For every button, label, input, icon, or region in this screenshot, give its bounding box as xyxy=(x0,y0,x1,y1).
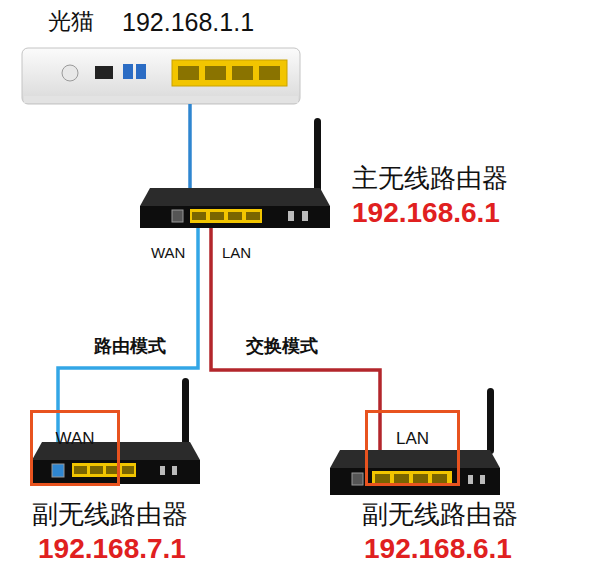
port-label: LAN xyxy=(368,429,457,449)
modem-illustration xyxy=(22,48,300,104)
device-name: 副无线路由器 xyxy=(362,500,518,530)
cable-connector xyxy=(188,104,192,188)
ip-address: 192.168.6.1 xyxy=(352,197,500,229)
mode-label: 交换模式 xyxy=(243,336,321,357)
device-name: 光猫 xyxy=(48,8,94,34)
device-name: 主无线路由器 xyxy=(352,164,508,194)
port-label: LAN xyxy=(222,244,251,261)
port-highlight-box: WAN xyxy=(30,410,120,486)
port-label: WAN xyxy=(151,244,185,261)
modem-box: 光猫192.168.1.1 xyxy=(22,48,300,104)
cable-connector xyxy=(211,228,380,450)
router-box: 主无线路由器192.168.6.1 xyxy=(140,188,330,228)
router-box: 副无线路由器192.168.6.1 xyxy=(330,450,500,495)
ip-address: 192.168.6.1 xyxy=(364,533,512,565)
router-illustration xyxy=(140,118,330,228)
ip-address: 192.168.1.1 xyxy=(122,8,254,37)
mode-label: 路由模式 xyxy=(91,336,169,357)
device-name: 副无线路由器 xyxy=(32,500,188,530)
port-highlight-box: LAN xyxy=(365,410,460,486)
ip-address: 192.168.7.1 xyxy=(38,533,186,565)
port-label: WAN xyxy=(33,429,117,449)
router-box: 副无线路由器192.168.7.1 xyxy=(32,442,200,484)
router-illustration xyxy=(330,388,500,495)
